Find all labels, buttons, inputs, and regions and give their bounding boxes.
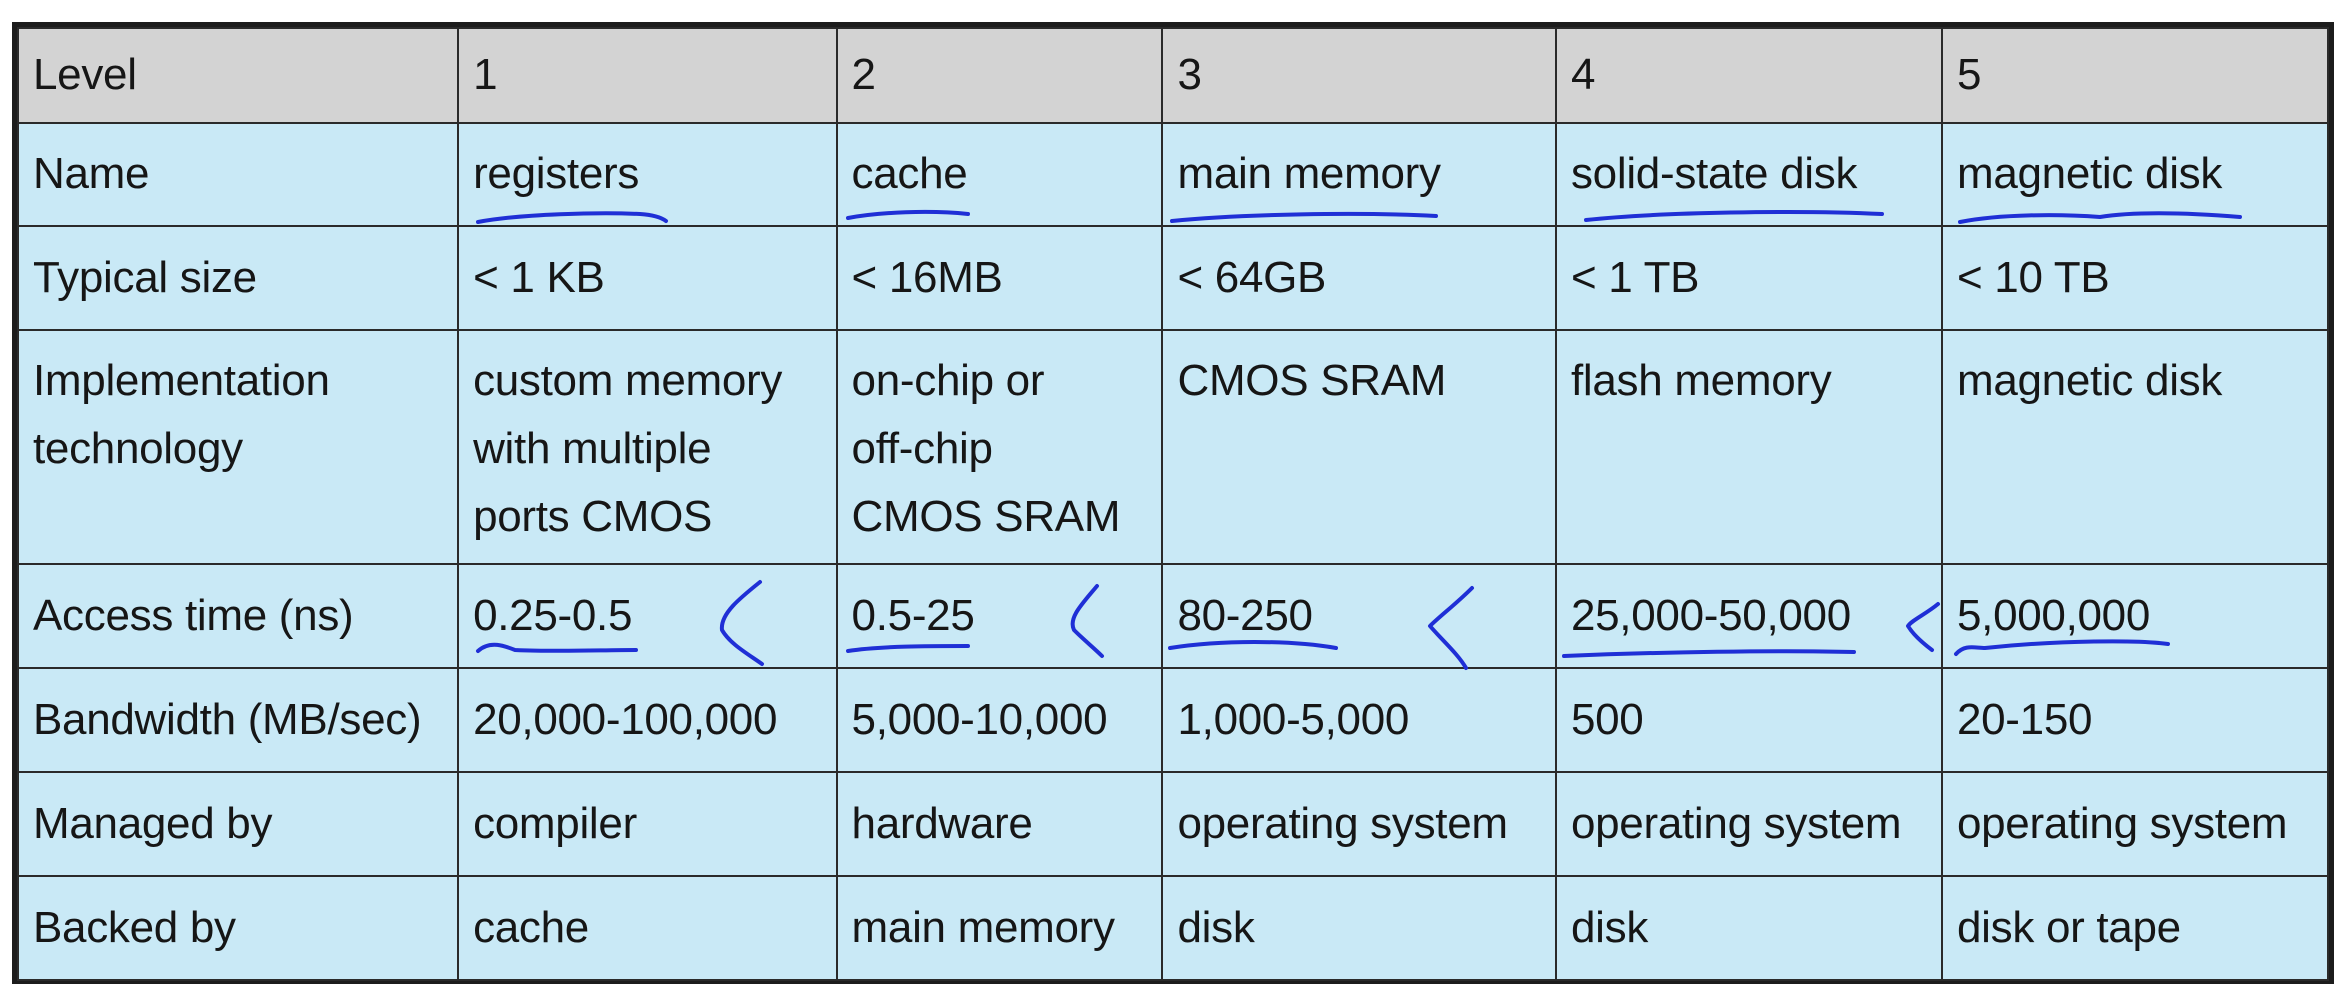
impl-line: on-chip or <box>851 356 1045 405</box>
access-time-5-text: 5,000,000 <box>1956 590 2151 640</box>
cell-managed-3: operating system <box>1161 771 1557 877</box>
cell-level-3: 3 <box>1161 27 1557 124</box>
cell-managed-4: operating system <box>1554 771 1943 877</box>
cell-bandwidth-3: 1,000-5,000 <box>1161 667 1557 773</box>
row-label-bandwidth: Bandwidth (MB/sec) <box>16 667 460 773</box>
row-label-implementation: Implementation technology <box>16 329 460 565</box>
cell-level-1: 1 <box>457 27 838 124</box>
cell-backed-3: disk <box>1161 875 1557 981</box>
row-bandwidth: Bandwidth (MB/sec) 20,000-100,000 5,000-… <box>16 667 2330 773</box>
impl-line: custom memory <box>473 356 783 405</box>
row-label-name: Name <box>16 122 460 227</box>
impl-line: ports CMOS <box>473 492 713 542</box>
cell-level-2: 2 <box>835 27 1164 124</box>
cell-backed-4: disk <box>1554 875 1943 981</box>
cell-name-magnetic-disk: magnetic disk <box>1940 122 2330 227</box>
row-label-access-time: Access time (ns) <box>16 563 460 669</box>
memory-hierarchy-table-frame: Level 1 2 3 4 5 Name registers cache mai… <box>12 22 2334 984</box>
row-backed-by: Backed by cache main memory disk disk di… <box>16 875 2330 981</box>
cell-backed-1: cache <box>457 875 838 981</box>
cell-impl-1: custom memory with multiple ports CMOS <box>457 329 838 565</box>
cell-backed-5: disk or tape <box>1940 875 2330 981</box>
access-time-4-text: 25,000-50,000 <box>1570 590 1851 640</box>
cell-size-1: < 1 KB <box>457 225 838 331</box>
cell-bandwidth-5: 20-150 <box>1940 667 2330 773</box>
row-label-typical-size: Typical size <box>16 225 460 331</box>
cell-name-ssd: solid-state disk <box>1554 122 1943 227</box>
cell-name-registers: registers <box>457 122 838 227</box>
cell-impl-5: magnetic disk <box>1940 329 2330 565</box>
cell-managed-5: operating system <box>1940 771 2330 877</box>
row-typical-size: Typical size < 1 KB < 16MB < 64GB < 1 TB… <box>16 225 2330 331</box>
access-time-2-text: 0.5-25 <box>851 590 975 640</box>
impl-line: off-chip <box>851 424 993 474</box>
impl-line: CMOS SRAM <box>851 492 1121 542</box>
cell-name-main-memory: main memory <box>1161 122 1557 227</box>
impl-line: magnetic disk <box>1956 356 2223 405</box>
access-time-3-text: 80-250 <box>1177 590 1313 640</box>
impl-line: with multiple <box>473 424 712 474</box>
name-ssd-text: solid-state disk <box>1570 149 1858 199</box>
cell-size-3: < 64GB <box>1161 225 1557 331</box>
cell-level-5: 5 <box>1940 27 2330 124</box>
row-label-level: Level <box>16 27 460 124</box>
cell-access-4: 25,000-50,000 <box>1554 563 1943 669</box>
cell-bandwidth-2: 5,000-10,000 <box>835 667 1164 773</box>
cell-access-2: 0.5-25 <box>835 563 1164 669</box>
row-level: Level 1 2 3 4 5 <box>16 27 2330 124</box>
name-cache-text: cache <box>851 149 968 199</box>
row-access-time: Access time (ns) 0.25-0.5 0.5-25 80-250 … <box>16 563 2330 669</box>
name-registers-text: registers <box>473 149 640 199</box>
cell-name-cache: cache <box>835 122 1164 227</box>
label-line: technology <box>33 424 243 474</box>
access-time-1-text: 0.25-0.5 <box>473 590 633 640</box>
cell-access-5: 5,000,000 <box>1940 563 2330 669</box>
impl-line: CMOS SRAM <box>1177 356 1447 405</box>
cell-impl-4: flash memory <box>1554 329 1943 565</box>
cell-bandwidth-4: 500 <box>1554 667 1943 773</box>
cell-bandwidth-1: 20,000-100,000 <box>457 667 838 773</box>
cell-access-1: 0.25-0.5 <box>457 563 838 669</box>
cell-access-3: 80-250 <box>1161 563 1557 669</box>
cell-managed-1: compiler <box>457 771 838 877</box>
name-main-memory-text: main memory <box>1177 149 1441 199</box>
cell-size-4: < 1 TB <box>1554 225 1943 331</box>
cell-managed-2: hardware <box>835 771 1164 877</box>
row-label-backed-by: Backed by <box>16 875 460 981</box>
impl-line: flash memory <box>1570 356 1832 405</box>
cell-level-4: 4 <box>1554 27 1943 124</box>
cell-impl-3: CMOS SRAM <box>1161 329 1557 565</box>
cell-backed-2: main memory <box>835 875 1164 981</box>
cell-size-2: < 16MB <box>835 225 1164 331</box>
cell-size-5: < 10 TB <box>1940 225 2330 331</box>
name-magnetic-disk-text: magnetic disk <box>1956 149 2223 199</box>
label-line: Implementation <box>33 356 330 405</box>
row-managed-by: Managed by compiler hardware operating s… <box>16 771 2330 877</box>
row-name: Name registers cache main memory solid-s… <box>16 122 2330 227</box>
row-label-managed-by: Managed by <box>16 771 460 877</box>
row-implementation: Implementation technology custom memory … <box>16 329 2330 565</box>
cell-impl-2: on-chip or off-chip CMOS SRAM <box>835 329 1164 565</box>
memory-hierarchy-table: Level 1 2 3 4 5 Name registers cache mai… <box>16 27 2330 981</box>
